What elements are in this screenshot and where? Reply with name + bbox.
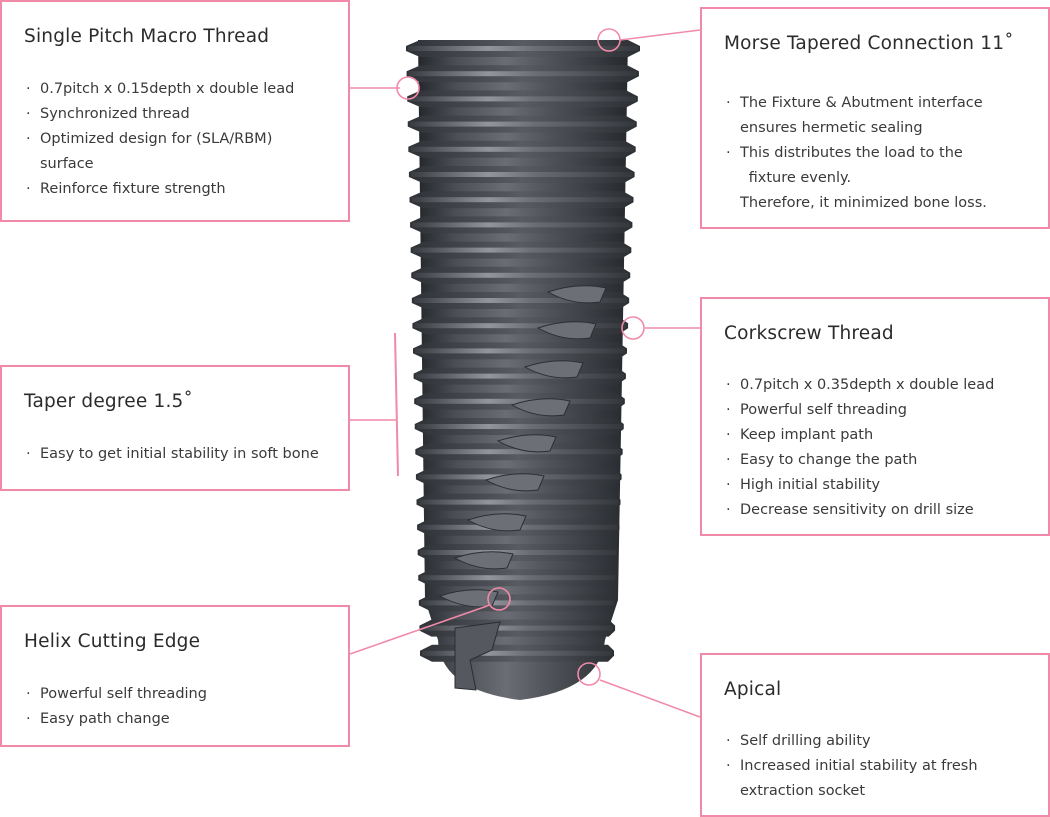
thread-crest (408, 46, 638, 51)
bullet-list: 0.7pitch x 0.35depth x double lead Power… (726, 373, 1040, 523)
callout-apical: Apical Self drilling ability Increased i… (700, 653, 1050, 817)
bullet-item: Decrease sensitivity on drill size (726, 498, 1040, 523)
bullet-list: Powerful self threading Easy path change (26, 682, 340, 732)
leader-morse (619, 29, 701, 41)
helix-flute (546, 285, 607, 304)
thread-crest (413, 272, 629, 278)
bullet-list: Easy to get initial stability in soft bo… (26, 442, 340, 467)
thread-crest (416, 398, 623, 404)
implant-body (406, 40, 640, 700)
marker-apical (577, 662, 601, 686)
bullet-item: Easy to change the path (726, 448, 1040, 473)
callout-taper-degree: Taper degree 1.5˚ Easy to get initial st… (0, 365, 350, 491)
bullet-item: The Fixture & Abutment interfaceensures … (726, 91, 1040, 141)
thread-crest (412, 247, 630, 253)
bullet-item: Keep implant path (726, 423, 1040, 448)
thread-crest (408, 71, 637, 77)
thread-crest (414, 323, 627, 329)
thread-crest (421, 625, 614, 631)
apical-cutting-notch (454, 621, 501, 691)
bullet-item: Optimized design for (SLA/RBM)surface (26, 127, 340, 177)
thread-crest (412, 222, 631, 228)
callout-title: Corkscrew Thread (724, 323, 894, 344)
thread-crest (420, 600, 615, 606)
thread-crest (415, 373, 624, 379)
thread-crest (422, 650, 612, 656)
taper-indicator (394, 332, 399, 477)
bullet-list: 0.7pitch x 0.15depth x double lead Synch… (26, 77, 340, 202)
bullet-item: Powerful self threading (726, 398, 1040, 423)
callout-morse-tapered-connection: Morse Tapered Connection 11˚ The Fixture… (700, 7, 1050, 229)
bullet-item: Self drilling ability (726, 729, 1040, 754)
marker-macro (396, 76, 420, 100)
helix-flute (496, 434, 557, 453)
leader-apical (599, 679, 701, 718)
callout-corkscrew-thread: Corkscrew Thread 0.7pitch x 0.35depth x … (700, 297, 1050, 536)
bullet-item: Easy to get initial stability in soft bo… (26, 442, 340, 467)
thread-crest (411, 197, 632, 203)
callout-helix-cutting-edge: Helix Cutting Edge Powerful self threadi… (0, 605, 350, 747)
bullet-item: 0.7pitch x 0.35depth x double lead (726, 373, 1040, 398)
bullet-item: Increased initial stability at fresh ext… (726, 754, 1040, 804)
marker-morse (597, 28, 621, 52)
helix-flute (510, 398, 571, 417)
thread-crest (418, 499, 619, 505)
thread-crest (410, 172, 633, 177)
thread-crest (419, 550, 617, 555)
bullet-item: Synchronized thread (26, 102, 340, 127)
bullet-item: Powerful self threading (26, 682, 340, 707)
helix-flute (536, 321, 597, 340)
helix-flute (453, 551, 514, 570)
thread-crest (410, 146, 634, 152)
thread-crest (417, 449, 621, 455)
helix-flute (523, 360, 584, 379)
helix-flute (466, 513, 527, 532)
bullet-item: This distributes the load to the fixture… (726, 141, 1040, 216)
marker-helix (487, 587, 511, 611)
thread-crest (420, 575, 616, 581)
thread-crest (409, 96, 636, 102)
callout-title: Single Pitch Macro Thread (24, 26, 270, 47)
bullet-item: Easy path change (26, 707, 340, 732)
bullet-item: 0.7pitch x 0.15depth x double lead (26, 77, 340, 102)
bullet-list: The Fixture & Abutment interfaceensures … (726, 91, 1040, 216)
helix-flute (438, 589, 499, 608)
callout-single-pitch-macro-thread: Single Pitch Macro Thread 0.7pitch x 0.1… (0, 0, 350, 222)
thread-crest (415, 348, 625, 354)
helix-flute (484, 473, 545, 492)
callout-title: Apical (724, 679, 782, 700)
leader-lines (349, 28, 701, 718)
callout-title: Morse Tapered Connection 11˚ (724, 33, 1014, 54)
thread-crest (416, 424, 622, 429)
callout-title: Helix Cutting Edge (24, 631, 201, 652)
marker-cork (621, 316, 645, 340)
bullet-list: Self drilling ability Increased initial … (726, 729, 1040, 804)
callout-title: Taper degree 1.5˚ (24, 391, 193, 412)
thread-crest (413, 298, 628, 303)
thread-crest (409, 121, 635, 127)
bullet-item: High initial stability (726, 473, 1040, 498)
bullet-item: Reinforce fixture strength (26, 177, 340, 202)
leader-helix (349, 604, 491, 655)
